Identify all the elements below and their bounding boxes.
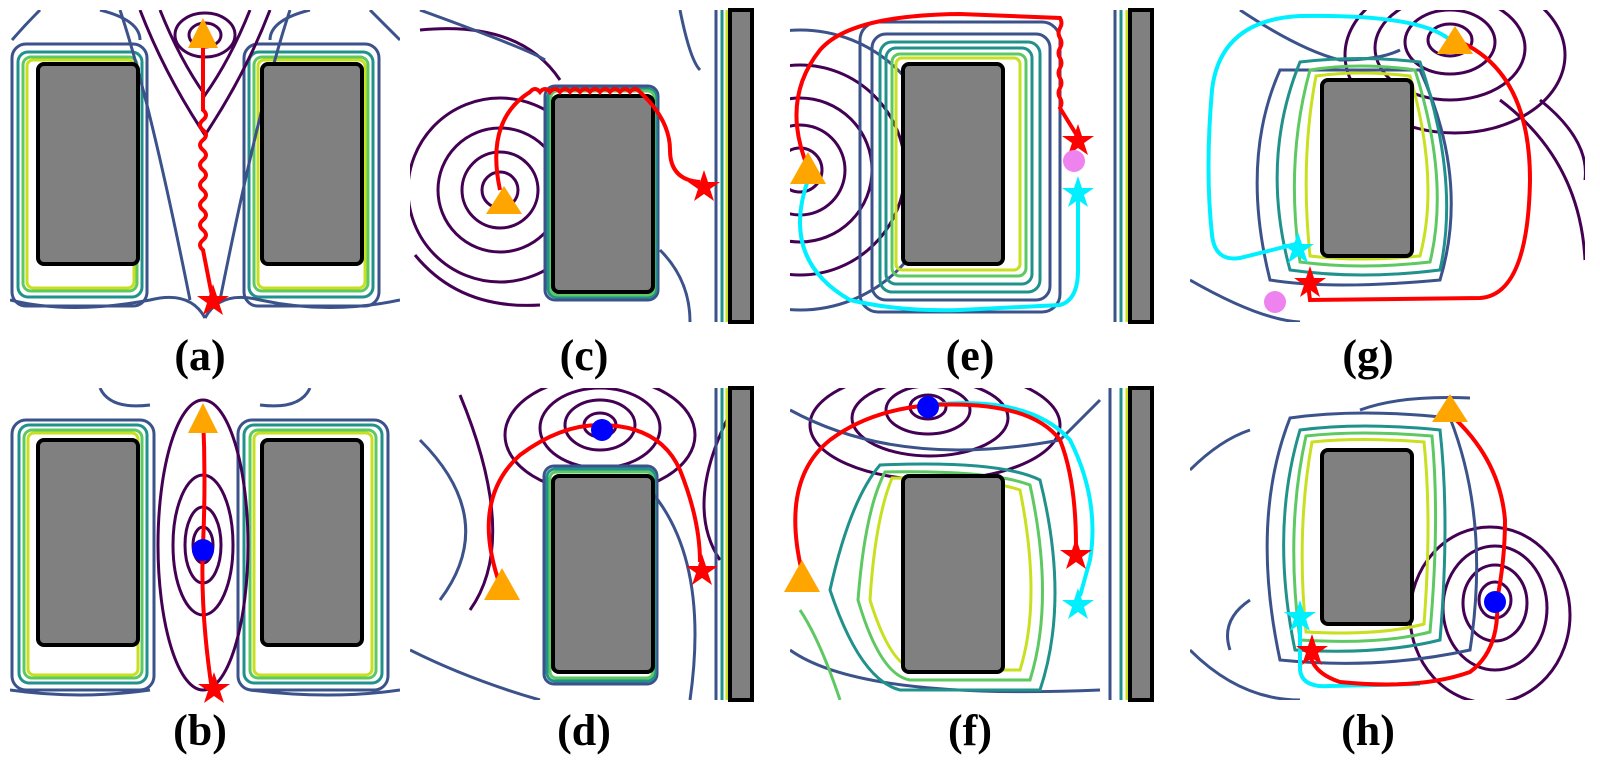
goal-marker — [686, 554, 718, 585]
panel-f — [784, 386, 1154, 702]
obstacle — [1320, 448, 1414, 626]
trajectory — [494, 87, 701, 191]
wall — [728, 8, 754, 324]
panel-c — [410, 8, 754, 324]
panel-label-g: (g) — [1342, 331, 1393, 380]
extra-point — [1264, 291, 1286, 313]
panel-label-b: (b) — [173, 706, 227, 755]
obstacle — [551, 474, 655, 674]
goal-marker — [197, 284, 229, 315]
panel-c-field — [410, 10, 729, 322]
trajectory-alt — [929, 401, 1095, 597]
panel-label-e: (e) — [946, 331, 995, 380]
goal-marker — [1294, 266, 1326, 297]
panel-b — [10, 388, 400, 703]
panel-a-field — [10, 10, 400, 319]
trajectory-alt — [1298, 616, 1421, 689]
panel-e — [790, 8, 1154, 324]
goal-marker — [198, 672, 230, 703]
obstacle — [1320, 78, 1414, 258]
goal-marker-alt — [1284, 600, 1316, 631]
panel-h — [1190, 394, 1572, 700]
panel-label-c: (c) — [560, 331, 609, 380]
panel-label-f: (f) — [948, 706, 992, 755]
obstacle — [901, 474, 1005, 674]
goal-marker — [1062, 124, 1094, 155]
obstacle — [260, 62, 364, 266]
start-marker — [188, 18, 218, 48]
panel-label-d: (d) — [557, 706, 611, 755]
trajectory — [198, 40, 214, 297]
panel-h-field — [1190, 396, 1572, 700]
panel-label-a: (a) — [174, 331, 225, 380]
trajectory — [1308, 414, 1508, 687]
start-marker — [1437, 26, 1473, 54]
panel-g — [1190, 10, 1585, 322]
panel-g-field — [1190, 10, 1585, 322]
waypoint — [917, 396, 939, 418]
obstacle — [551, 94, 655, 294]
wall — [1128, 386, 1154, 702]
obstacle — [260, 438, 364, 647]
panel-e-field — [790, 10, 1129, 322]
goal-marker-alt — [1062, 588, 1094, 619]
goal-marker — [688, 170, 720, 201]
wall — [728, 386, 754, 702]
trajectory-alt — [1206, 13, 1452, 261]
obstacle — [36, 438, 140, 647]
waypoint — [591, 419, 613, 441]
start-marker — [790, 152, 826, 184]
start-marker — [188, 403, 218, 433]
wall — [1128, 8, 1154, 324]
panel-label-h: (h) — [1341, 706, 1395, 755]
start-marker — [484, 568, 520, 600]
obstacle — [36, 62, 140, 266]
goal-marker — [1060, 538, 1092, 569]
panel-d — [410, 386, 754, 702]
goal-marker-alt — [1062, 176, 1094, 207]
obstacle — [901, 62, 1005, 266]
trajectory-alt — [798, 179, 1080, 313]
start-marker — [1432, 394, 1468, 422]
start-marker — [486, 186, 522, 214]
waypoint — [1484, 591, 1506, 613]
trajectory — [1306, 38, 1533, 303]
waypoint — [192, 539, 214, 561]
goal-marker — [1296, 634, 1328, 665]
goal-marker-alt — [1282, 232, 1314, 263]
extra-point — [1063, 150, 1085, 172]
start-marker — [784, 560, 820, 592]
trajectory — [794, 11, 1078, 169]
panel-a — [10, 10, 400, 319]
